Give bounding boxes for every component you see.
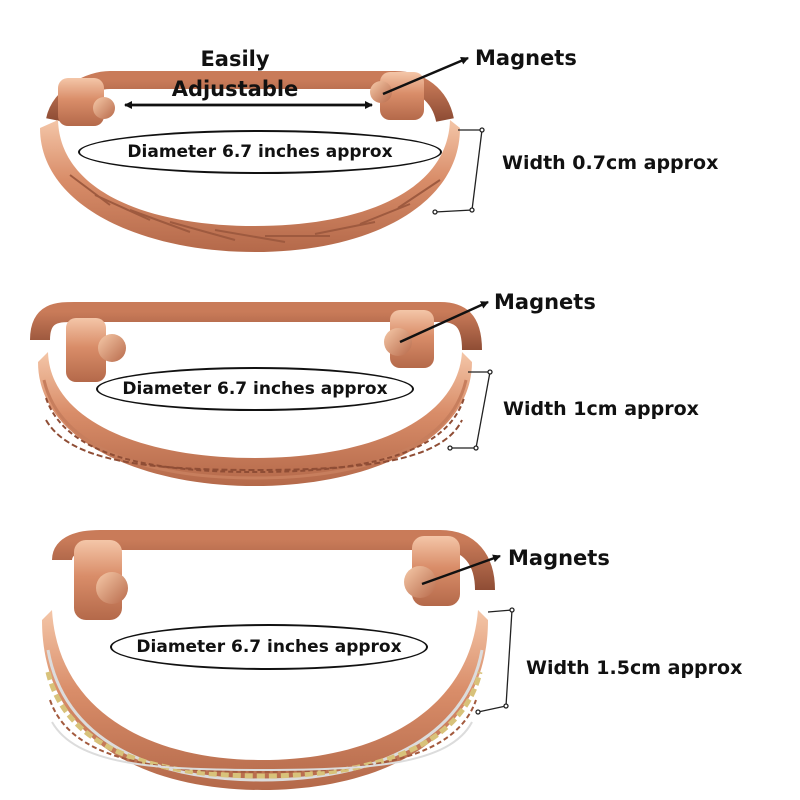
diameter-oval-1: Diameter 6.7 inches approx xyxy=(78,130,442,174)
magnets-label-3: Magnets xyxy=(508,546,610,570)
diameter-label-3: Diameter 6.7 inches approx xyxy=(136,637,402,657)
magnet-left xyxy=(96,572,128,604)
magnet-right xyxy=(404,566,436,598)
diameter-label-1: Diameter 6.7 inches approx xyxy=(127,142,393,162)
diameter-label-2: Diameter 6.7 inches approx xyxy=(122,379,388,399)
diameter-oval-3: Diameter 6.7 inches approx xyxy=(110,624,428,670)
magnets-label-1: Magnets xyxy=(475,46,577,70)
magnet-right xyxy=(370,81,392,103)
magnet-right xyxy=(384,328,412,356)
magnet-left xyxy=(98,334,126,362)
end-cap-left xyxy=(58,78,104,126)
annotation-lines xyxy=(124,56,501,586)
diameter-oval-2: Diameter 6.7 inches approx xyxy=(96,367,414,411)
magnet-left xyxy=(93,97,115,119)
adjustable-label-line1: Easily xyxy=(200,47,270,71)
width-brackets xyxy=(432,127,515,715)
bracelet-3 xyxy=(42,530,495,790)
magnets-label-2: Magnets xyxy=(494,290,596,314)
width-label-3: Width 1.5cm approx xyxy=(526,657,743,679)
end-cap-left xyxy=(66,318,106,382)
bracelet-2 xyxy=(30,301,482,486)
bracelet-1 xyxy=(40,71,460,252)
width-label-2: Width 1cm approx xyxy=(503,398,699,420)
adjustable-label: Easily Adjustable xyxy=(160,44,310,104)
width-label-1: Width 0.7cm approx xyxy=(502,152,719,174)
end-cap-right xyxy=(380,72,424,120)
adjustable-label-line2: Adjustable xyxy=(171,77,299,101)
